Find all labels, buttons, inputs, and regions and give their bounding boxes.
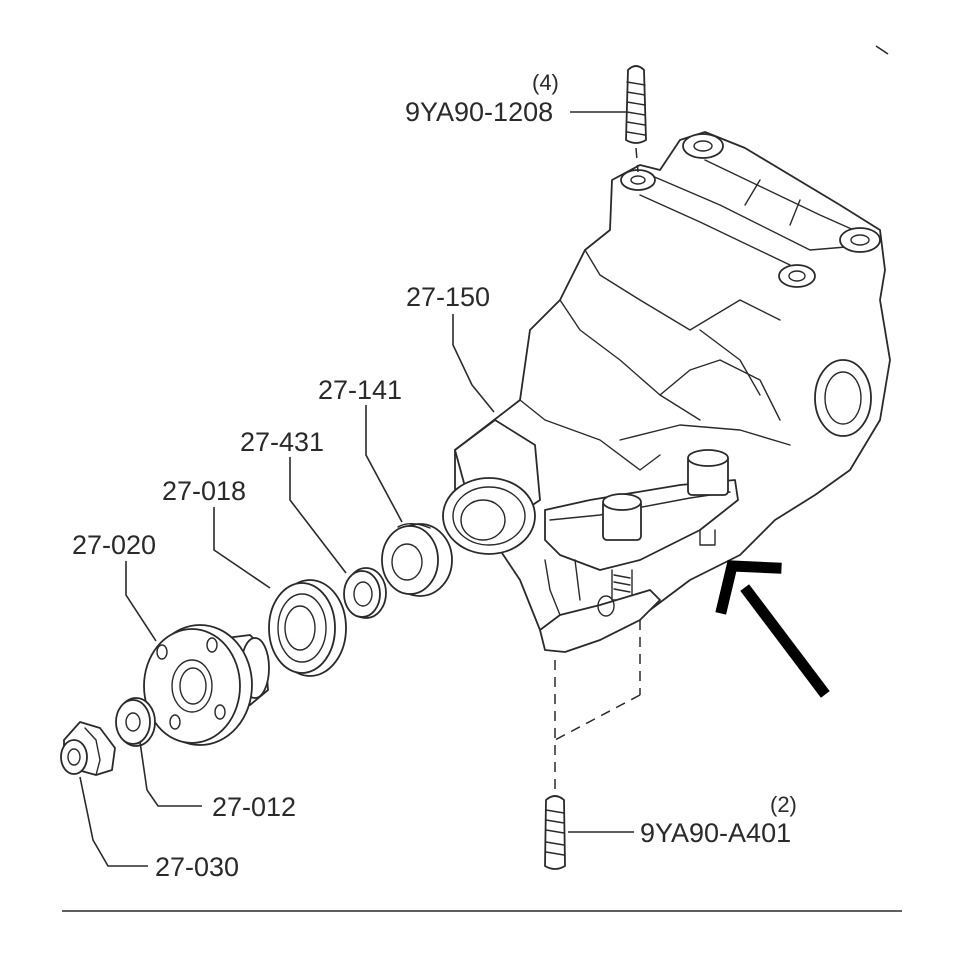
part-label-27-431: 27-431 <box>240 427 324 457</box>
spacer-27-431 <box>343 567 387 619</box>
lock-nut-27-030 <box>60 721 116 776</box>
companion-flange-27-020 <box>143 624 270 746</box>
leader-lines <box>79 111 634 867</box>
deflector-27-018 <box>268 579 347 677</box>
part-label-27-018: 27-018 <box>162 476 246 506</box>
qty-label-1208: (4) <box>532 70 559 95</box>
stud-9ya90-1208 <box>625 65 647 173</box>
part-label-27-012: 27-012 <box>212 792 296 822</box>
part-label-27-150: 27-150 <box>406 282 490 312</box>
washer-27-012 <box>115 697 156 747</box>
corner-mark <box>875 45 889 55</box>
qty-label-a401: (2) <box>770 792 797 817</box>
part-label-27-030: 27-030 <box>155 852 239 882</box>
part-labels: (4) 9YA90-1208 27-150 27-141 27-431 27-0… <box>72 70 797 882</box>
oil-seal-27-141 <box>381 523 453 597</box>
part-label-9ya90-1208: 9YA90-1208 <box>405 97 553 127</box>
part-label-27-141: 27-141 <box>318 375 402 405</box>
stud-9ya90-a401 <box>544 620 641 870</box>
part-label-27-020: 27-020 <box>72 530 156 560</box>
pointer-arrow <box>715 560 830 698</box>
differential-carrier-housing <box>442 131 891 653</box>
part-label-9ya90-a401: 9YA90-A401 <box>640 818 791 848</box>
